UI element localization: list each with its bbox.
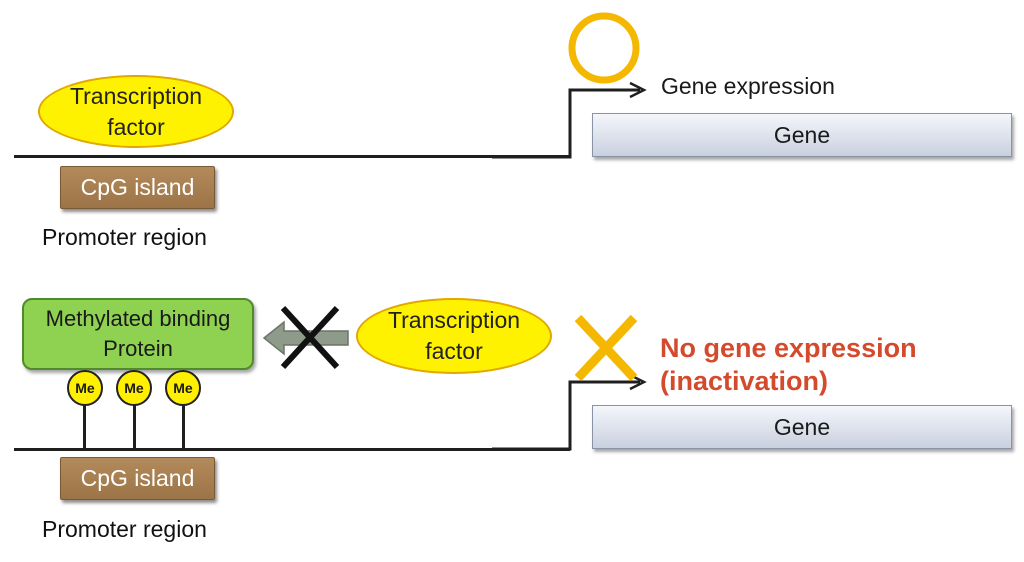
methyl-mark-1-label: Me xyxy=(75,380,95,396)
methyl-mark-3: Me xyxy=(165,370,201,406)
expression-ok-circle-icon xyxy=(568,12,640,84)
promoter-region-top: Promoter region xyxy=(42,224,207,250)
no-gene-expression-label: No gene expression (inactivation) xyxy=(660,332,917,398)
tf-top-line1: Transcription xyxy=(69,82,203,109)
methyl-stick-1 xyxy=(83,404,86,449)
methylated-binding-protein: Methylated binding Protein xyxy=(22,298,254,370)
gene-box-top-label: Gene xyxy=(773,121,831,148)
mbp-line2: Protein xyxy=(103,336,173,361)
tss-arrow-top xyxy=(492,81,647,159)
cpg-island-top: CpG island xyxy=(60,166,215,209)
methyl-mark-2: Me xyxy=(116,370,152,406)
gene-box-top: Gene xyxy=(592,113,1012,157)
transcription-factor-top: Transcription factor xyxy=(38,75,234,148)
no-expression-line2: (inactivation) xyxy=(660,366,829,396)
tf-top-line2: factor xyxy=(107,113,165,140)
cpg-island-bottom: CpG island xyxy=(60,457,215,500)
tss-arrow-bottom xyxy=(492,373,647,451)
dna-strand-top-left xyxy=(14,155,570,158)
methyl-mark-1: Me xyxy=(67,370,103,406)
mbp-line1: Methylated binding xyxy=(45,306,231,331)
gene-box-bottom-label: Gene xyxy=(773,413,831,440)
methyl-stick-2 xyxy=(133,404,136,449)
methyl-mark-3-label: Me xyxy=(173,380,193,396)
promoter-region-bottom: Promoter region xyxy=(42,516,207,542)
no-expression-line1: No gene expression xyxy=(660,333,917,363)
gene-expression-label: Gene expression xyxy=(661,73,835,99)
binding-blocked-x-icon xyxy=(280,305,340,370)
cpg-island-bottom-label: CpG island xyxy=(80,465,195,491)
dna-strand-bottom-left xyxy=(14,448,570,451)
cpg-island-top-label: CpG island xyxy=(80,174,195,200)
methyl-stick-3 xyxy=(182,404,185,449)
gene-box-bottom: Gene xyxy=(592,405,1012,449)
tf-bottom-line1: Transcription xyxy=(387,307,521,333)
methyl-mark-2-label: Me xyxy=(124,380,144,396)
tf-bottom-line2: factor xyxy=(425,338,483,364)
transcription-factor-bottom: Transcription factor xyxy=(356,298,552,374)
expression-blocked-x-icon xyxy=(574,314,638,382)
